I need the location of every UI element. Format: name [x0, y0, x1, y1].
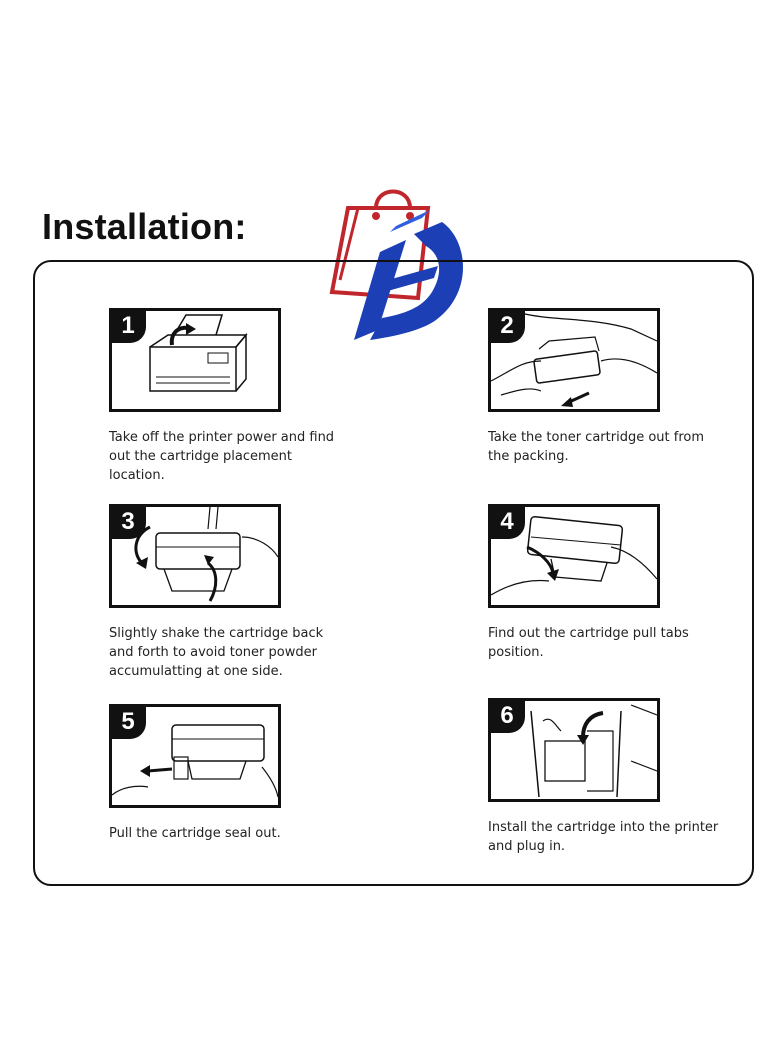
printer-icon	[149, 314, 248, 392]
step-6-caption: Install the cartridge into the printer a…	[488, 820, 719, 854]
step-6-illustration: 6	[488, 698, 660, 802]
step-3: 3 Slightly shake the cartridge back and …	[109, 504, 359, 681]
instructions-panel: 1 Take off the printer power and find ou…	[33, 260, 754, 886]
shake-cartridge-icon	[134, 507, 278, 602]
step-3-illustration: 3	[109, 504, 281, 608]
step-2-illustration: 2	[488, 308, 660, 412]
step-number-badge: 3	[112, 507, 146, 539]
step-4: 4 Find out the cartridge pull tabs posit…	[488, 504, 738, 662]
step-1: 1 Take off the printer power and find ou…	[109, 308, 359, 485]
step-6: 6 Install the cartridge into the printer…	[488, 698, 738, 856]
step-number-badge: 6	[491, 701, 525, 733]
step-4-caption: Find out the cartridge pull tabs positio…	[488, 626, 689, 660]
step-3-caption: Slightly shake the cartridge back and fo…	[109, 626, 324, 679]
step-4-illustration: 4	[488, 504, 660, 608]
step-5-illustration: 5	[109, 704, 281, 808]
page-title: Installation:	[42, 206, 247, 247]
brand-logo	[329, 189, 463, 340]
step-2: 2 Take the toner cartridge out from the …	[488, 308, 738, 466]
step-number-badge: 2	[491, 311, 525, 343]
unpack-cartridge-icon	[491, 312, 657, 407]
pull-seal-icon	[112, 724, 278, 798]
install-cartridge-icon	[530, 704, 657, 798]
step-5: 5 Pull the cartridge seal out.	[109, 704, 359, 843]
step-number-badge: 4	[491, 507, 525, 539]
step-number-badge: 1	[112, 311, 146, 343]
step-number-badge: 5	[112, 707, 146, 739]
step-1-caption: Take off the printer power and find out …	[109, 430, 335, 483]
step-1-illustration: 1	[109, 308, 281, 412]
step-2-caption: Take the toner cartridge out from the pa…	[488, 430, 705, 464]
pull-tab-icon	[491, 515, 657, 596]
step-5-caption: Pull the cartridge seal out.	[109, 826, 281, 841]
